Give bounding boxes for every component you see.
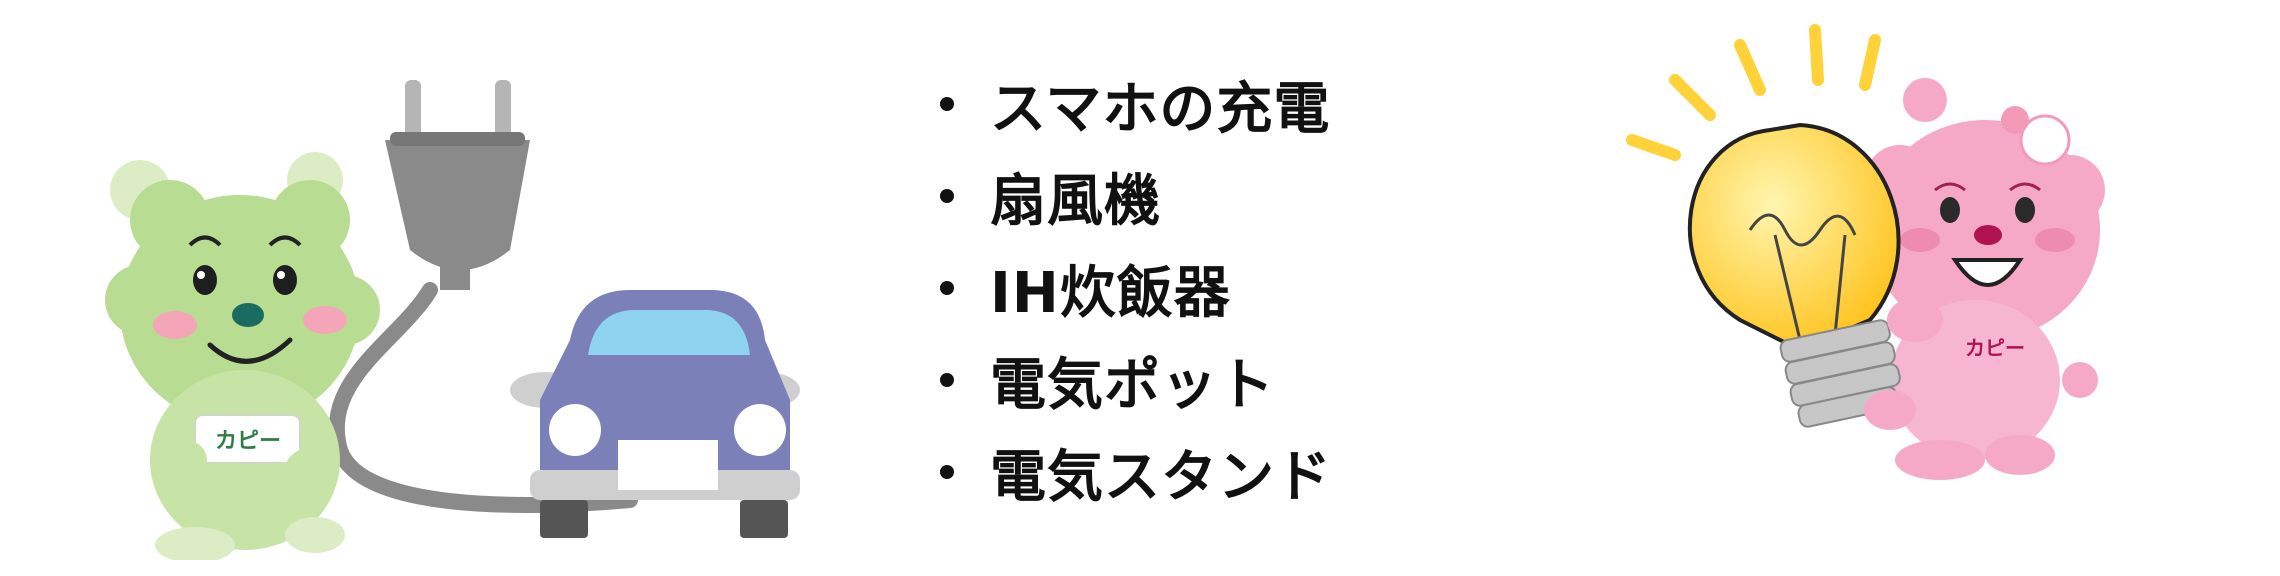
bullet-icon <box>940 465 954 479</box>
bullet-icon <box>940 373 954 387</box>
left-mascot-badge: カピー <box>215 429 281 454</box>
list-item-label: スマホの充電 <box>990 76 1331 142</box>
list-item: IH炊飯器 <box>940 242 1332 334</box>
right-illustration: カピー <box>1626 24 2105 480</box>
light-bulb-icon <box>1687 122 1943 430</box>
bullet-icon <box>940 281 954 295</box>
list-item-label: 電気ポット <box>990 352 1275 418</box>
list-item-label: IH炊飯器 <box>990 260 1231 326</box>
pink-mascot-icon: カピー <box>1865 78 2105 480</box>
appliance-list: スマホの充電 扇風機 IH炊飯器 電気ポット 電気スタンド <box>940 58 1332 518</box>
list-item-label: 扇風機 <box>990 168 1161 234</box>
list-item: 電気スタンド <box>940 426 1332 518</box>
list-item: 扇風機 <box>940 150 1332 242</box>
plug-cable <box>328 282 638 513</box>
right-mascot-badge: カピー <box>1965 336 2025 360</box>
light-rays-icon <box>1626 24 1881 161</box>
list-item-label: 電気スタンド <box>990 444 1332 510</box>
car-icon <box>510 290 800 538</box>
list-item: 電気ポット <box>940 334 1332 426</box>
list-item: スマホの充電 <box>940 58 1332 150</box>
bullet-icon <box>940 97 954 111</box>
bullet-icon <box>940 189 954 203</box>
power-plug-icon <box>385 80 530 290</box>
green-mascot-icon: カピー <box>105 152 380 560</box>
left-illustration: カピー <box>105 80 800 560</box>
